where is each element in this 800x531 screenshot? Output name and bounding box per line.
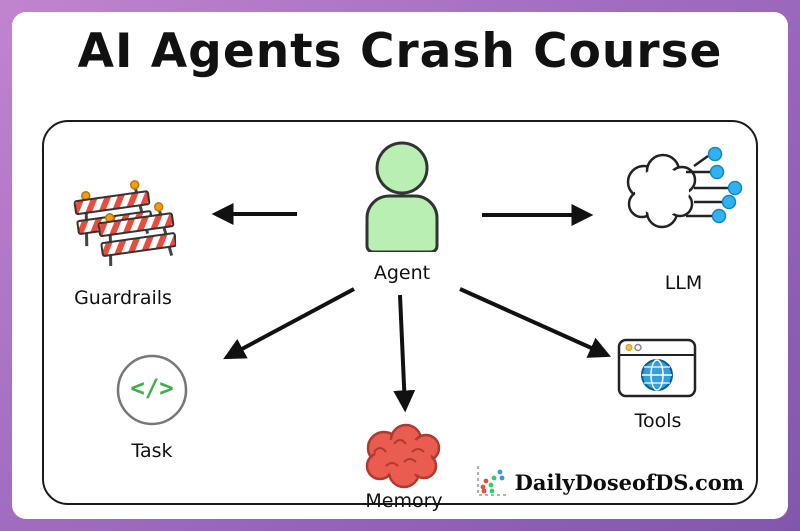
branding-chart-icon	[476, 466, 506, 496]
agent-icon	[365, 141, 439, 252]
task-icon	[116, 354, 188, 426]
barricade-front	[97, 202, 176, 266]
arrow-agent-to-memory	[393, 294, 416, 413]
tools-label: Tools	[634, 410, 682, 432]
guardrails-icon	[73, 180, 176, 266]
memory-icon	[365, 423, 441, 489]
memory-label: Memory	[365, 490, 443, 512]
arrows-layer	[211, 203, 612, 413]
llm-icon	[626, 146, 743, 229]
task-code-symbol: </>	[130, 374, 174, 402]
task-label: Task	[131, 440, 173, 462]
poster-card: AI Agents Crash Course Agent	[12, 12, 788, 519]
tools-icon	[617, 338, 697, 398]
arrow-agent-to-task	[223, 287, 355, 360]
branding: DailyDoseofDS.com	[473, 463, 744, 501]
guardrails-label: Guardrails	[74, 287, 172, 309]
llm-label: LLM	[664, 272, 703, 294]
branding-text: DailyDoseofDS.com	[514, 469, 744, 495]
arrow-agent-to-tools	[459, 287, 612, 358]
diagram-container: Agent	[42, 120, 758, 512]
page-title: AI Agents Crash Course	[77, 24, 723, 79]
agent-label: Agent	[373, 262, 431, 284]
